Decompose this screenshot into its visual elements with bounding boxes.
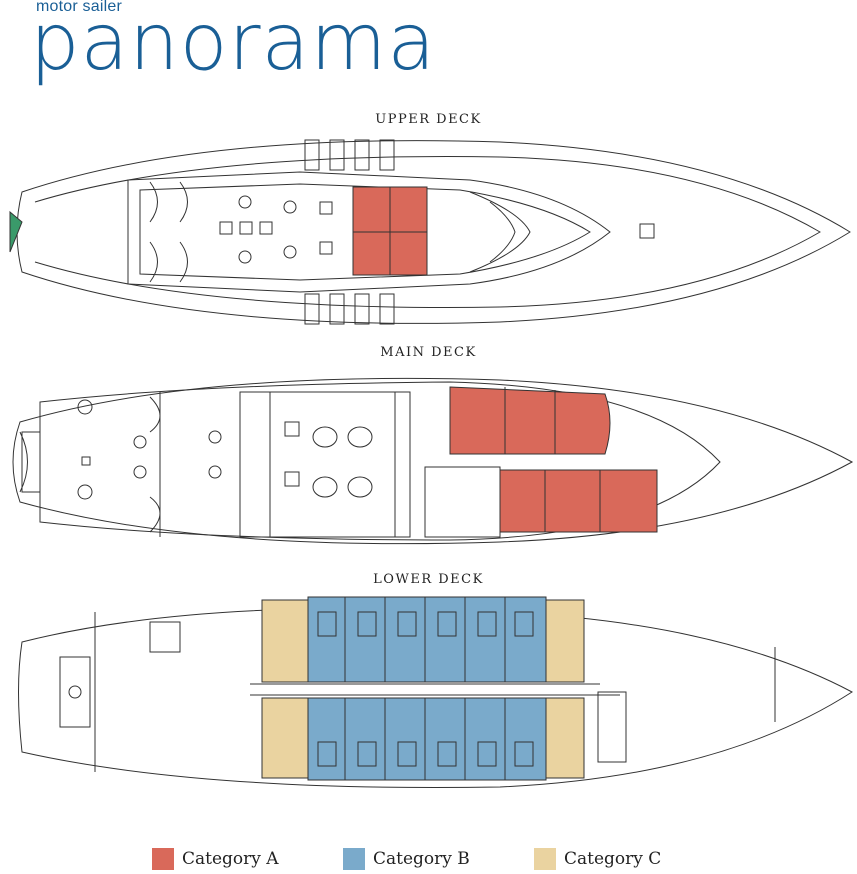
- category-b-swatch: [343, 848, 365, 870]
- lower-cabin-c-bottom-left: [261, 697, 309, 779]
- brand-subtitle: motor sailer: [36, 0, 122, 15]
- legend-item-category-b: Category B: [343, 848, 470, 870]
- main-cabins-a-top: [449, 386, 611, 455]
- lower-cabins-b-bottom: [307, 697, 547, 781]
- lower-cabins-b-top: [307, 596, 547, 683]
- category-c-swatch: [534, 848, 556, 870]
- main-deck-title: MAIN DECK: [380, 345, 477, 360]
- legend-item-category-c: Category C: [534, 848, 661, 870]
- upper-deck-title: UPPER DECK: [375, 112, 482, 127]
- lower-cabin-c-bottom-right: [545, 697, 585, 779]
- legend-label-category-a: Category A: [182, 849, 279, 869]
- category-legend: Category A Category B Category C: [0, 848, 857, 874]
- legend-item-category-a: Category A: [152, 848, 279, 870]
- lower-cabin-c-top-right: [545, 599, 585, 683]
- lower-deck-plan: [18, 596, 853, 789]
- lower-cabin-c-top-left: [261, 599, 309, 683]
- legend-label-category-b: Category B: [373, 849, 470, 869]
- main-deck-plan: [12, 377, 854, 545]
- lower-deck-title: LOWER DECK: [373, 572, 484, 587]
- category-a-swatch: [152, 848, 174, 870]
- upper-deck-plan: [9, 139, 851, 325]
- main-cabins-a-bottom: [499, 469, 658, 533]
- legend-label-category-c: Category C: [564, 849, 662, 869]
- brand-logo-text: panorama: [30, 0, 437, 88]
